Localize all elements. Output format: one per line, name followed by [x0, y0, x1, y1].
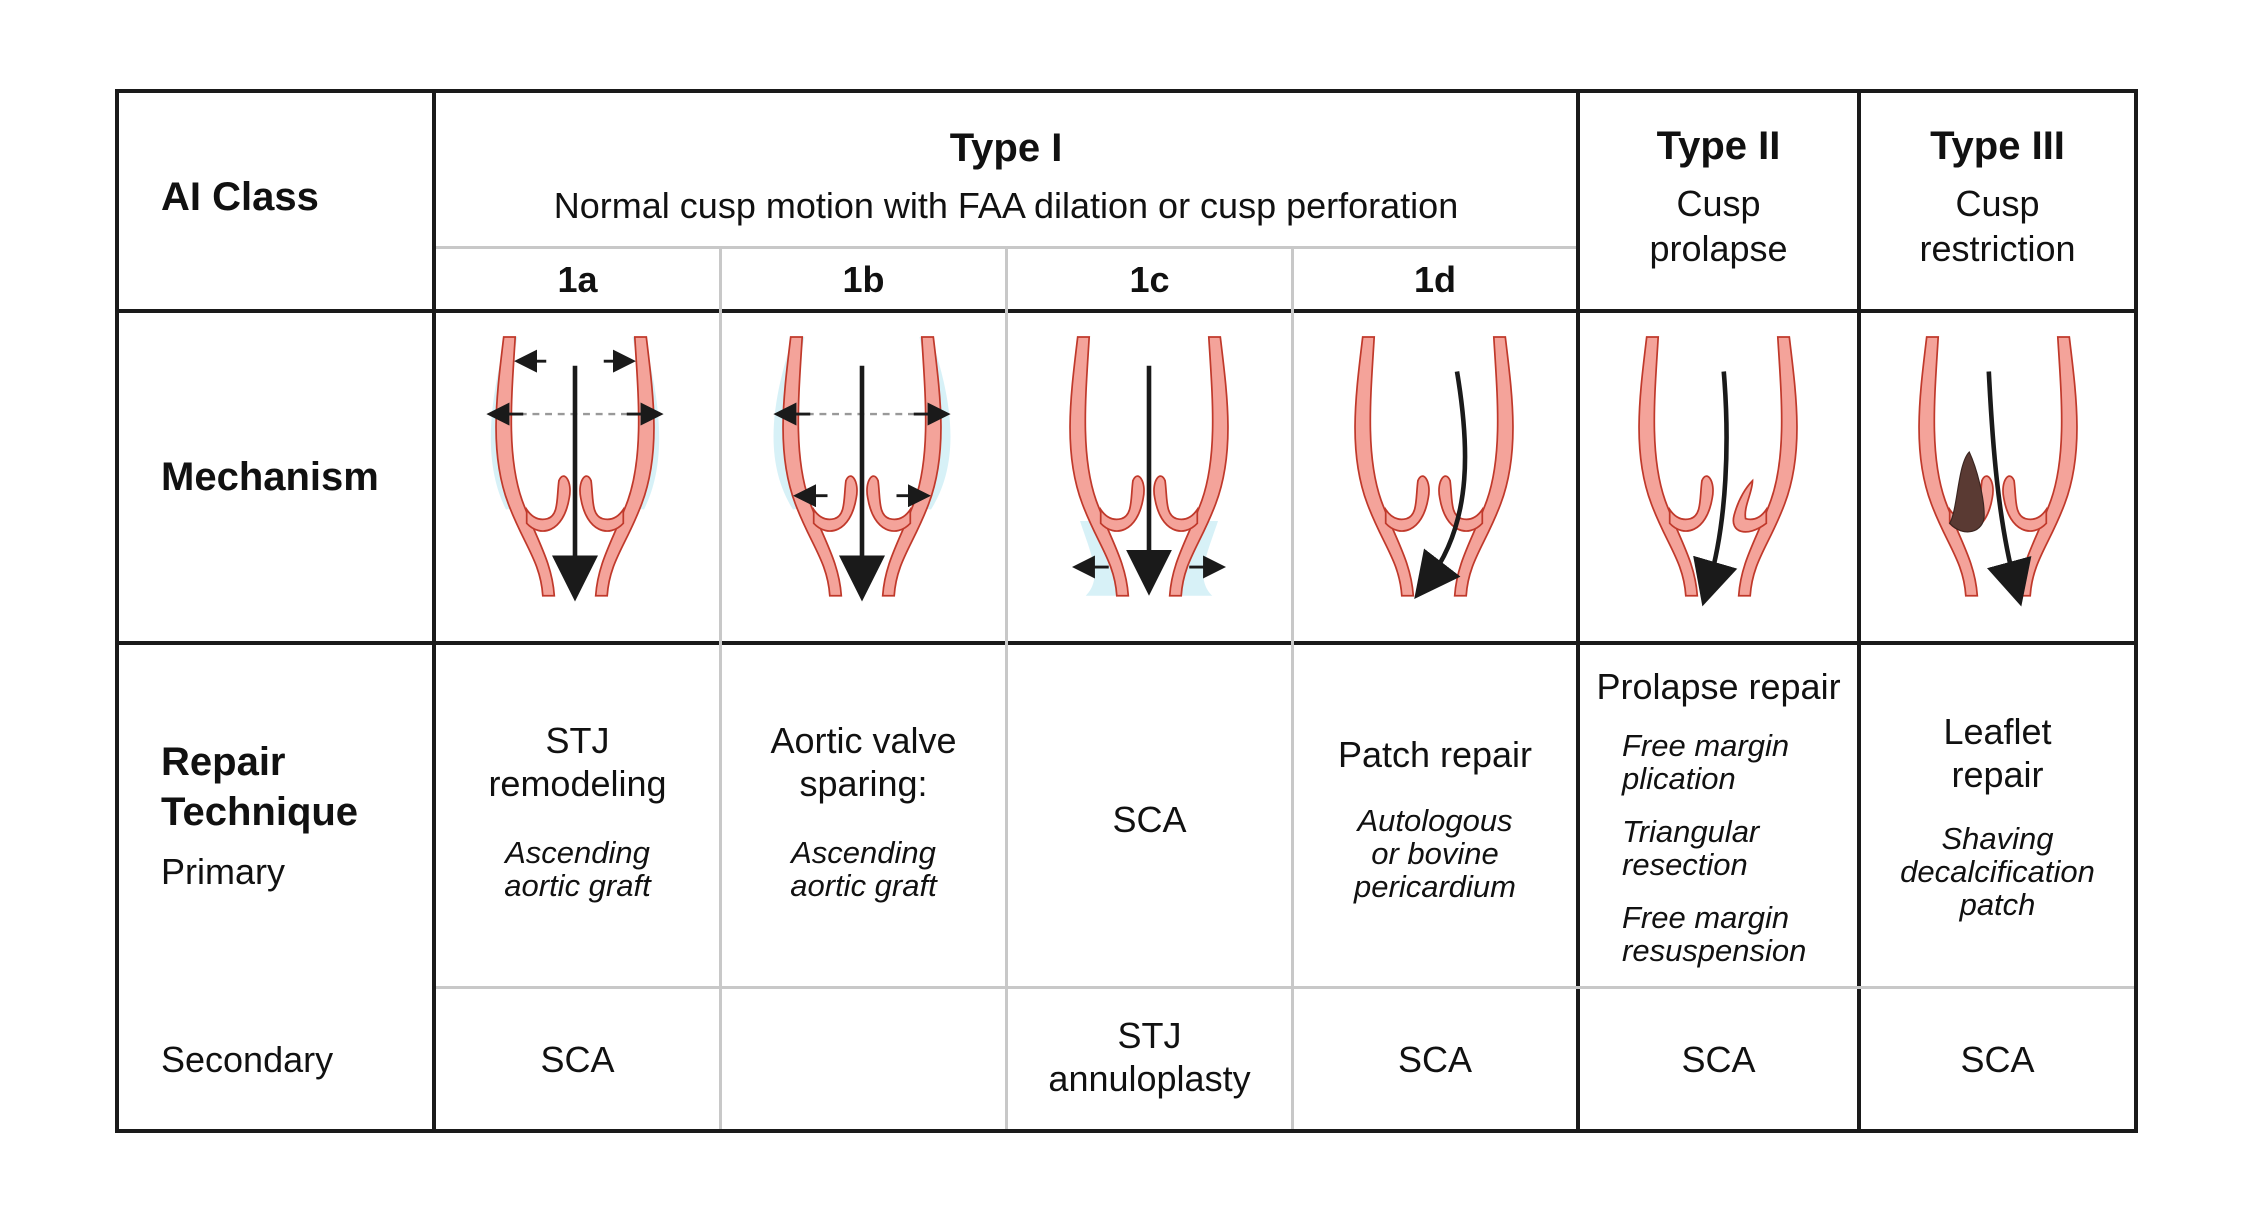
secondary-label: Secondary [161, 1039, 334, 1080]
mechanism-1c-illustration [1069, 336, 1229, 597]
repair-type3-main-line2: repair [1951, 754, 2044, 795]
type1-subtitle: Normal cusp motion with FAA dilation or … [553, 185, 1459, 226]
mechanism-1b-illustration [773, 336, 951, 602]
subtype-1b: 1b [842, 259, 885, 300]
repair-1b-main-line2: sparing: [799, 763, 928, 804]
header-row-divider [115, 309, 2138, 313]
type1-subtype-divider [436, 246, 1576, 249]
subtype-divider-1 [719, 249, 722, 1129]
type2-subtitle-line2: prolapse [1649, 228, 1788, 269]
secondary-type3: SCA [1960, 1039, 2035, 1080]
table-border-right [2134, 89, 2138, 1133]
repair-type2-main: Prolapse repair [1596, 666, 1841, 707]
mechanism-type3-illustration [1918, 336, 2078, 607]
type3-subtitle-line2: restriction [1919, 228, 2076, 269]
repair-type2-item3-line1: Free margin [1622, 900, 1790, 935]
type1-type2-divider [1576, 89, 1580, 1133]
table-border-top [115, 89, 2138, 93]
mechanism-row-divider [115, 641, 2138, 645]
type3-title: Type III [1930, 124, 2065, 168]
subtype-1a: 1a [557, 259, 598, 300]
repair-1d-detail-line3: pericardium [1354, 869, 1516, 904]
repair-type3-detail-line2: decalcification [1900, 854, 2095, 889]
repair-type2-item2-line2: resection [1622, 847, 1748, 882]
subtype-divider-2 [1005, 249, 1008, 1129]
subtype-1c: 1c [1129, 259, 1170, 300]
type2-type3-divider [1857, 89, 1861, 1133]
secondary-1a: SCA [540, 1039, 615, 1080]
repair-1b-main-line1: Aortic valve [770, 720, 957, 761]
type1-title: Type I [949, 126, 1063, 170]
repair-1b-detail-line2: aortic graft [790, 868, 937, 903]
repair-1d-detail-line1: Autologous [1357, 803, 1513, 838]
type2-title: Type II [1656, 124, 1781, 168]
repair-1d-detail-line2: or bovine [1371, 836, 1499, 871]
repair-label-line1: Repair [161, 740, 286, 784]
label-column-divider [432, 89, 436, 1133]
secondary-1c-line1: STJ [1117, 1015, 1182, 1056]
repair-1a-main-line2: remodeling [488, 763, 667, 804]
secondary-type2: SCA [1681, 1039, 1756, 1080]
secondary-1c-line2: annuloplasty [1048, 1058, 1251, 1099]
mechanism-type2-illustration [1638, 336, 1798, 607]
repair-type2-item1-line2: plication [1622, 761, 1736, 796]
repair-1b-detail-line1: Ascending [791, 835, 936, 870]
primary-secondary-divider [436, 986, 2134, 989]
ai-class-label: AI Class [161, 175, 319, 219]
repair-1a-detail-line1: Ascending [505, 835, 650, 870]
primary-label: Primary [161, 851, 285, 892]
repair-1c-main: SCA [1112, 799, 1187, 840]
repair-1a-main-line1: STJ [545, 720, 610, 761]
type3-subtitle-line1: Cusp [1955, 183, 2040, 224]
repair-label-line2: Technique [161, 790, 359, 834]
mechanism-1d-illustration [1354, 336, 1514, 600]
repair-1d-main: Patch repair [1337, 734, 1533, 775]
mechanism-label: Mechanism [161, 455, 379, 499]
mechanism-1a-illustration [486, 336, 664, 602]
repair-1a-detail-line2: aortic graft [504, 868, 651, 903]
type2-subtitle-line1: Cusp [1676, 183, 1761, 224]
repair-type2-item3-line2: resuspension [1622, 933, 1807, 968]
repair-type3-detail-line3: patch [1959, 887, 2036, 922]
secondary-1d: SCA [1397, 1039, 1473, 1080]
repair-type3-main-line1: Leaflet [1943, 711, 2052, 752]
table-border-left [115, 89, 119, 1133]
table-border-bottom [115, 1129, 2138, 1133]
subtype-divider-3 [1291, 249, 1294, 1129]
repair-type2-item2-line1: Triangular [1622, 814, 1760, 849]
repair-type3-detail-line1: Shaving [1941, 821, 2054, 856]
repair-type2-item1-line1: Free margin [1622, 728, 1790, 763]
subtype-1d: 1d [1413, 259, 1456, 300]
